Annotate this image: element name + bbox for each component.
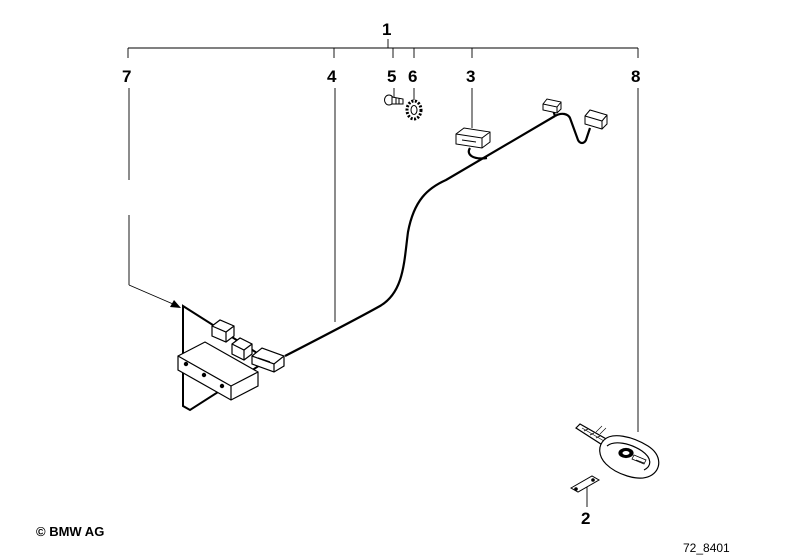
remote-key-part-8[interactable] bbox=[575, 423, 660, 479]
screw-part[interactable] bbox=[384, 94, 404, 106]
callout-2[interactable]: 2 bbox=[581, 509, 590, 528]
clip-part-2[interactable] bbox=[569, 475, 601, 493]
drawing-number: 72_8401 bbox=[683, 541, 730, 555]
callout-8[interactable]: 8 bbox=[631, 67, 640, 86]
arrowhead-icon bbox=[170, 300, 181, 308]
harness-connector-upper[interactable] bbox=[542, 98, 562, 114]
harness-connector-right[interactable] bbox=[584, 109, 608, 130]
callout-5[interactable]: 5 bbox=[387, 67, 396, 86]
callout-6[interactable]: 6 bbox=[408, 67, 417, 86]
washer-part[interactable] bbox=[405, 99, 423, 121]
connector-part-3[interactable] bbox=[455, 127, 491, 149]
callout-3[interactable]: 3 bbox=[466, 67, 475, 86]
callout-4[interactable]: 4 bbox=[327, 67, 337, 86]
callout-7[interactable]: 7 bbox=[122, 67, 131, 86]
copyright-notice: © BMW AG bbox=[36, 524, 105, 539]
control-module-part-7[interactable] bbox=[177, 304, 285, 412]
wiring-harness[interactable] bbox=[284, 109, 592, 357]
leader-lines bbox=[127, 39, 639, 507]
callout-1[interactable]: 1 bbox=[382, 20, 391, 39]
